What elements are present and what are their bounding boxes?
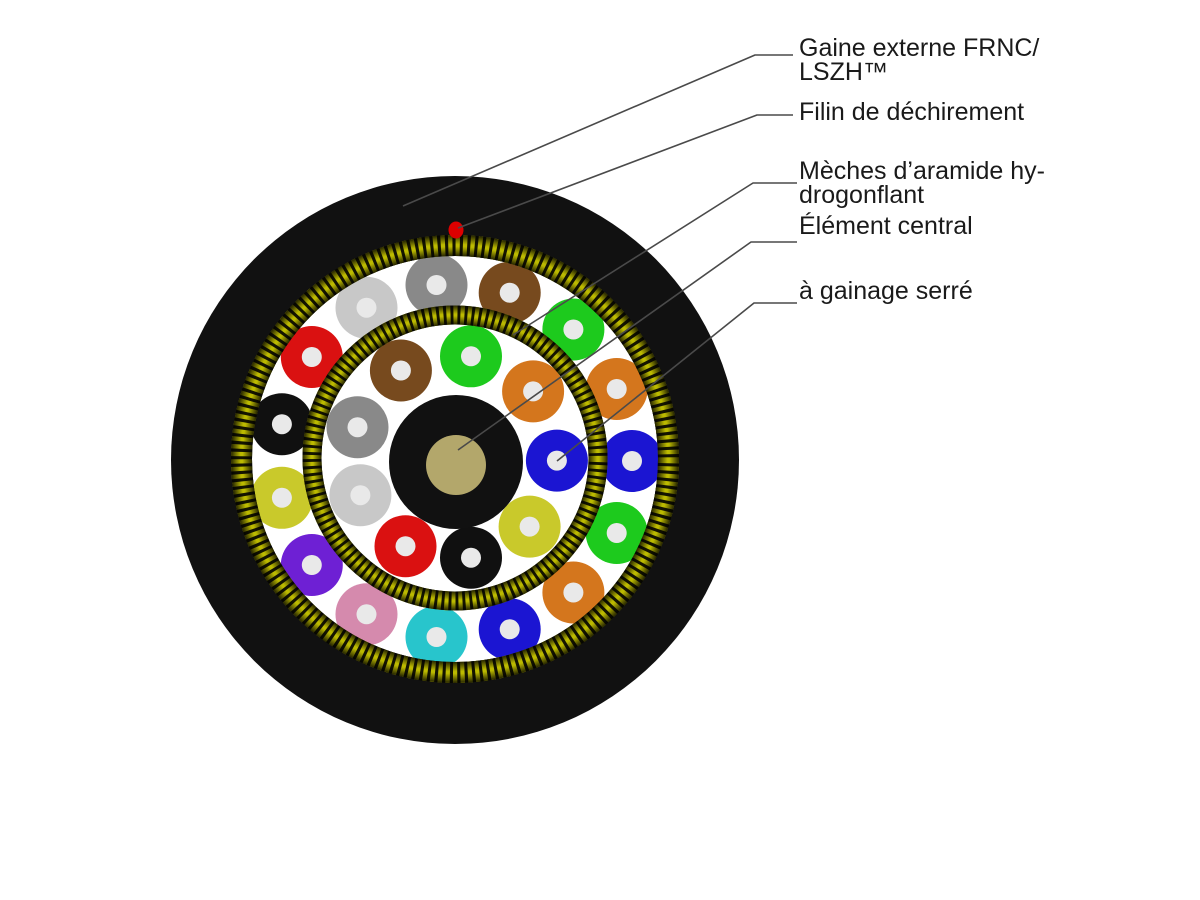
fiber-core-dot <box>606 523 627 543</box>
fiber-core-dot <box>271 414 292 435</box>
fiber-core-dot <box>347 417 368 438</box>
label-line: drogonflant <box>799 181 925 209</box>
fiber-core-dot <box>301 347 322 367</box>
leader-line-outer-jacket <box>402 54 793 207</box>
label-line: LSZH™ <box>799 58 888 86</box>
fiber-core-dot <box>563 319 584 340</box>
central-element-core <box>426 435 486 495</box>
label-line: Élément central <box>799 212 973 240</box>
fiber-core-dot <box>426 627 447 647</box>
aramid-ring-outer-shading <box>231 235 679 683</box>
fiber-core-dot <box>301 555 322 575</box>
leader-line-tight-buffer <box>556 302 797 462</box>
fiber-core-dot <box>563 582 584 603</box>
label-line: Mèches d’aramide hy- <box>799 157 1045 185</box>
aramid-ring-inner-shading <box>302 305 608 611</box>
label-line: Gaine externe FRNC/ <box>799 34 1040 62</box>
label-central-element: Élément central <box>799 212 973 240</box>
fiber-core-dot <box>350 485 371 506</box>
fiber-core-dot <box>499 619 520 640</box>
fiber-core-dot <box>356 604 377 625</box>
label-ripcord: Filin de déchirement <box>799 98 1025 126</box>
leader-line-aramid-yarn <box>512 182 797 336</box>
fiber-core-dot <box>622 451 642 471</box>
fiber-core-dot <box>461 547 481 568</box>
fiber-core-dot <box>395 536 416 557</box>
leader-line-central-element <box>457 241 797 451</box>
leader-line-ripcord <box>457 114 793 229</box>
label-aramid-yarn: Mèches d’aramide hy- drogonflant <box>799 157 1045 209</box>
fiber-core-dot <box>390 360 411 381</box>
fiber-core-dot <box>523 381 544 402</box>
label-outer-jacket: Gaine externe FRNC/ LSZH™ <box>799 34 1040 86</box>
fiber-core-dot <box>426 275 447 295</box>
label-line: Filin de déchirement <box>799 98 1025 126</box>
fiber-core-dot <box>519 516 540 537</box>
fiber-core-dot <box>606 379 627 399</box>
ripcord-dot <box>448 221 464 239</box>
fiber-core-dot <box>356 297 377 318</box>
fiber-core-dot <box>271 487 292 508</box>
fiber-core-dot <box>499 282 520 303</box>
label-tight-buffer: à gainage serré <box>799 277 973 305</box>
fiber-core-dot <box>461 346 481 367</box>
label-line: à gainage serré <box>799 277 973 305</box>
